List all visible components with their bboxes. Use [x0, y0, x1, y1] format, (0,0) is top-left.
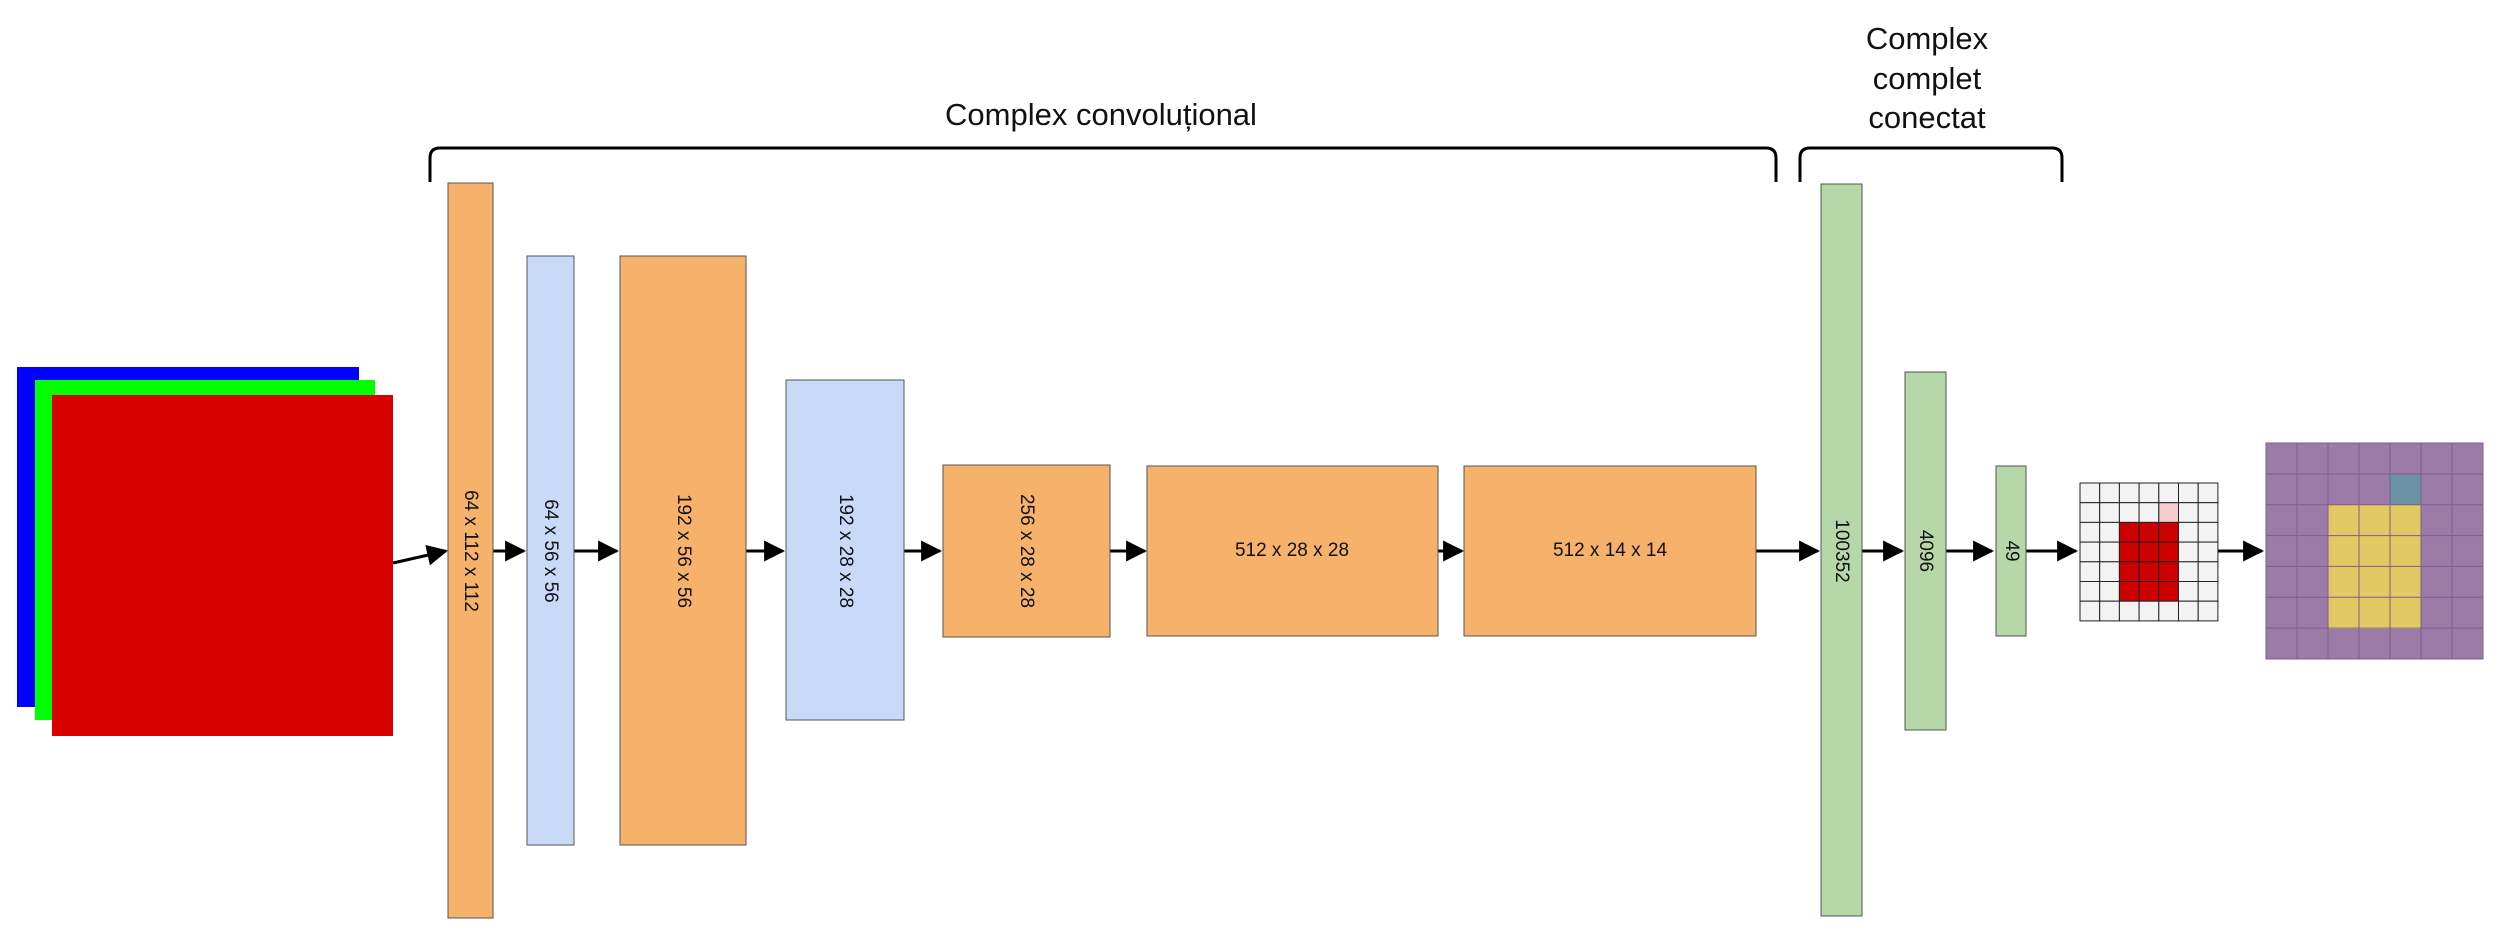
grid-cell	[2079, 541, 2101, 563]
layers	[447, 182, 2027, 919]
layer-fc2	[1904, 371, 1947, 731]
layer-conv3	[942, 464, 1111, 638]
layer-conv4	[1146, 465, 1439, 637]
grid-cell	[2118, 600, 2140, 622]
label-pool1: 64 x 56 x 56	[540, 499, 561, 603]
label-conv5: 512 x 14 x 14	[1553, 540, 1668, 561]
grid-cell	[2138, 521, 2160, 543]
face-corner-highlight	[2390, 474, 2421, 505]
grid-cell	[2158, 581, 2180, 602]
grid-cell	[2079, 482, 2101, 504]
grid-cell	[2197, 482, 2219, 504]
grid-cell	[2178, 541, 2199, 563]
convolutional-section-title: Complex convoluțional	[945, 97, 1257, 132]
grid-cell	[2079, 502, 2101, 523]
grid-cell	[2178, 521, 2199, 543]
label-conv3: 256 x 28 x 28	[1016, 494, 1037, 608]
grid-cell	[2099, 581, 2120, 602]
grid-cell	[2079, 600, 2101, 622]
grid-cell	[2197, 502, 2219, 523]
input-image	[17, 367, 393, 736]
grid-cell	[2158, 521, 2180, 543]
layer-conv5	[1463, 465, 1757, 637]
grid-cell	[2099, 521, 2120, 543]
fully-connected-title-line-2: complet	[1873, 61, 1982, 96]
arrow-input-conv1	[392, 544, 449, 566]
label-fc2: 4096	[1915, 530, 1936, 572]
prediction-grid	[2079, 482, 2219, 622]
fully-connected-title-line-3: conectat	[1868, 100, 1986, 135]
grid-cell	[2197, 541, 2219, 563]
grid-cell	[2178, 561, 2199, 582]
grid-cell	[2118, 541, 2140, 563]
grid-cell	[2138, 541, 2160, 563]
label-conv2: 192 x 56 x 56	[673, 494, 694, 608]
grid-cell	[2197, 581, 2219, 602]
face-highlight-box	[2328, 505, 2421, 629]
grid-cell	[2118, 521, 2140, 543]
label-fc1: 100352	[1831, 519, 1852, 582]
fully-connected-brace: Complex complet conectat	[1798, 21, 2064, 182]
grid-cell	[2118, 581, 2140, 602]
layer-pool2	[785, 379, 905, 721]
label-fc3: 49	[2001, 540, 2022, 561]
layer-conv2	[619, 255, 747, 846]
grid-cell	[2099, 482, 2120, 504]
grid-cell	[2079, 581, 2101, 602]
grid-cell	[2158, 600, 2180, 622]
grid-cell	[2079, 561, 2101, 582]
grid-cell	[2178, 581, 2199, 602]
grid-cell	[2138, 581, 2160, 602]
label-conv1: 64 x 112 x 112	[460, 490, 481, 612]
grid-cell	[2138, 502, 2160, 523]
convolutional-brace: Complex convoluțional	[428, 97, 1778, 182]
grid-cell	[2118, 482, 2140, 504]
grid-cell	[2118, 561, 2140, 582]
grid-cell	[2138, 482, 2160, 504]
layer-fc3	[1995, 465, 2027, 637]
grid-cell	[2079, 521, 2101, 543]
layer-conv1	[447, 182, 494, 919]
layer-labels: 64 x 112 x 112 64 x 56 x 56 192 x 56 x 5…	[460, 490, 2022, 612]
grid-cell	[2158, 482, 2180, 504]
grid-cell	[2138, 600, 2160, 622]
grid-cell	[2178, 502, 2199, 523]
flow-arrows	[392, 540, 2265, 566]
grid-cell	[2178, 600, 2199, 622]
label-conv4: 512 x 28 x 28	[1235, 540, 1349, 561]
output-image	[2265, 442, 2484, 660]
face-photo-icon	[52, 395, 393, 736]
layer-fc1	[1820, 183, 1863, 917]
grid-cell	[2158, 561, 2180, 582]
red-channel-image	[52, 395, 393, 736]
grid-cell	[2158, 502, 2180, 523]
output-grid-lines	[2265, 442, 2484, 660]
grid-cell	[2118, 502, 2140, 523]
fully-connected-title-line-1: Complex	[1866, 21, 1989, 56]
grid-cell	[2099, 600, 2120, 622]
layer-pool1	[526, 255, 575, 846]
grid-cell	[2178, 482, 2199, 504]
grid-cell	[2099, 561, 2120, 582]
grid-cell	[2197, 521, 2219, 543]
grid-cell	[2197, 600, 2219, 622]
grid-cell	[2158, 541, 2180, 563]
grid-cell	[2138, 561, 2160, 582]
grid-cell	[2099, 502, 2120, 523]
grid-cell	[2099, 541, 2120, 563]
grid-cell	[2197, 561, 2219, 582]
label-pool2: 192 x 28 x 28	[835, 494, 856, 608]
